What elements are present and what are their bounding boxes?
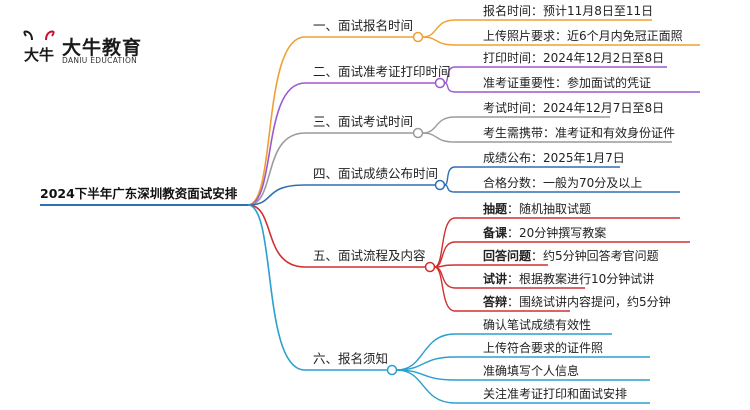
branch-connector — [247, 36, 306, 206]
leaf-label: 考试时间：2024年12月7日至8日 — [483, 102, 664, 114]
branch-connector — [247, 204, 306, 371]
leaf-text: ：随机抽取试题 — [507, 202, 592, 216]
leaf-connector — [422, 132, 456, 143]
leaf-label: 备课：20分钟撰写教案 — [483, 227, 606, 239]
branch-node-circle — [412, 31, 424, 43]
leaf-keyword: 回答问题 — [483, 249, 532, 263]
svg-text:大牛: 大牛 — [24, 46, 54, 64]
leaf-label: 上传照片要求：近6个月内免冠正面照 — [483, 30, 683, 42]
leaf-label: 报名时间：预计11月8日至11日 — [483, 5, 653, 17]
branch-label: 一、面试报名时间 — [313, 18, 414, 33]
leaf-text: 合格分数：一般为70分及以上 — [483, 176, 643, 190]
leaf-connector — [422, 116, 456, 134]
leaf-label: 确认笔试成绩有效性 — [483, 319, 591, 331]
branch-connector — [247, 132, 306, 206]
leaf-text: ：约5分钟回答考官问题 — [531, 249, 659, 263]
leaf-connector — [444, 82, 456, 93]
leaf-label: 准确填写个人信息 — [483, 365, 579, 377]
branch-node-circle — [386, 364, 398, 376]
leaf-label: 合格分数：一般为70分及以上 — [483, 177, 642, 189]
leaf-keyword: 试讲 — [483, 272, 508, 286]
leaf-label: 回答问题：约5分钟回答考官问题 — [483, 250, 659, 262]
branch-node-circle — [412, 127, 424, 139]
leaf-label: 试讲：根据教案进行10分钟试讲 — [483, 273, 654, 285]
branch-label: 四、面试成绩公布时间 — [313, 166, 439, 181]
leaf-text: 考生需携带：准考证和有效身份证件 — [483, 126, 676, 140]
branch-node-circle — [434, 77, 446, 89]
leaf-label: 准考证重要性：参加面试的凭证 — [483, 77, 651, 89]
leaf-text: 上传照片要求：近6个月内免冠正面照 — [483, 29, 683, 43]
leaf-keyword: 备课 — [483, 226, 508, 240]
leaf-text: ：围绕试讲内容提问，约5分钟 — [507, 295, 671, 309]
leaf-connector — [422, 19, 456, 38]
branch-connector — [247, 184, 306, 206]
leaf-label: 上传符合要求的证件照 — [483, 342, 603, 354]
leaf-text: 上传符合要求的证件照 — [483, 341, 604, 355]
leaf-text: 打印时间：2024年12月2日至8日 — [483, 51, 665, 65]
branch-label: 五、面试流程及内容 — [313, 248, 426, 263]
branch-label: 三、面试考试时间 — [313, 114, 414, 129]
leaf-text: ：20分钟撰写教案 — [507, 226, 607, 240]
leaf-connector — [434, 266, 456, 312]
leaf-connector — [434, 241, 456, 268]
brand-logo: 大牛 大牛教育 DANIU EDUCATION — [20, 28, 170, 72]
leaf-label: 答辩：围绕试讲内容提问，约5分钟 — [483, 296, 671, 308]
leaf-text: 成绩公布：2025年1月7日 — [483, 151, 625, 165]
bull-logo-icon: 大牛 — [23, 30, 55, 64]
branch-node-circle — [434, 179, 446, 191]
leaf-connector — [396, 333, 456, 371]
leaf-connector — [434, 266, 456, 289]
branch-connector — [247, 82, 306, 206]
leaf-label: 打印时间：2024年12月2日至8日 — [483, 52, 664, 64]
branch-label: 二、面试准考证打印时间 — [313, 64, 451, 79]
leaf-label: 成绩公布：2025年1月7日 — [483, 152, 625, 164]
brand-name: 大牛教育 — [62, 37, 143, 59]
leaf-connector — [444, 166, 456, 186]
leaf-text: 关注准考证打印和面试安排 — [483, 387, 628, 401]
leaf-text: 准确填写个人信息 — [483, 364, 580, 378]
root-topic: 2024下半年广东深圳教资面试安排 — [40, 186, 238, 201]
leaf-label: 考生需携带：准考证和有效身份证件 — [483, 127, 675, 139]
leaf-text: 准考证重要性：参加面试的凭证 — [483, 76, 652, 90]
leaf-text: 报名时间：预计11月8日至11日 — [483, 4, 654, 18]
brand-subtitle: DANIU EDUCATION — [62, 56, 138, 65]
leaf-text: 考试时间：2024年12月7日至8日 — [483, 101, 665, 115]
leaf-label: 关注准考证打印和面试安排 — [483, 388, 627, 400]
leaf-connector — [396, 369, 456, 404]
leaf-connector — [422, 36, 456, 46]
leaf-connector — [444, 184, 456, 193]
leaf-label: 抽题：随机抽取试题 — [483, 203, 591, 215]
leaf-keyword: 答辩 — [483, 295, 508, 309]
leaf-text: ：根据教案进行10分钟试讲 — [507, 272, 655, 286]
branch-label: 六、报名须知 — [313, 351, 389, 366]
branch-connector — [247, 204, 306, 268]
leaf-text: 确认笔试成绩有效性 — [483, 318, 592, 332]
branch-node-circle — [424, 261, 436, 273]
leaf-keyword: 抽题 — [483, 202, 508, 216]
